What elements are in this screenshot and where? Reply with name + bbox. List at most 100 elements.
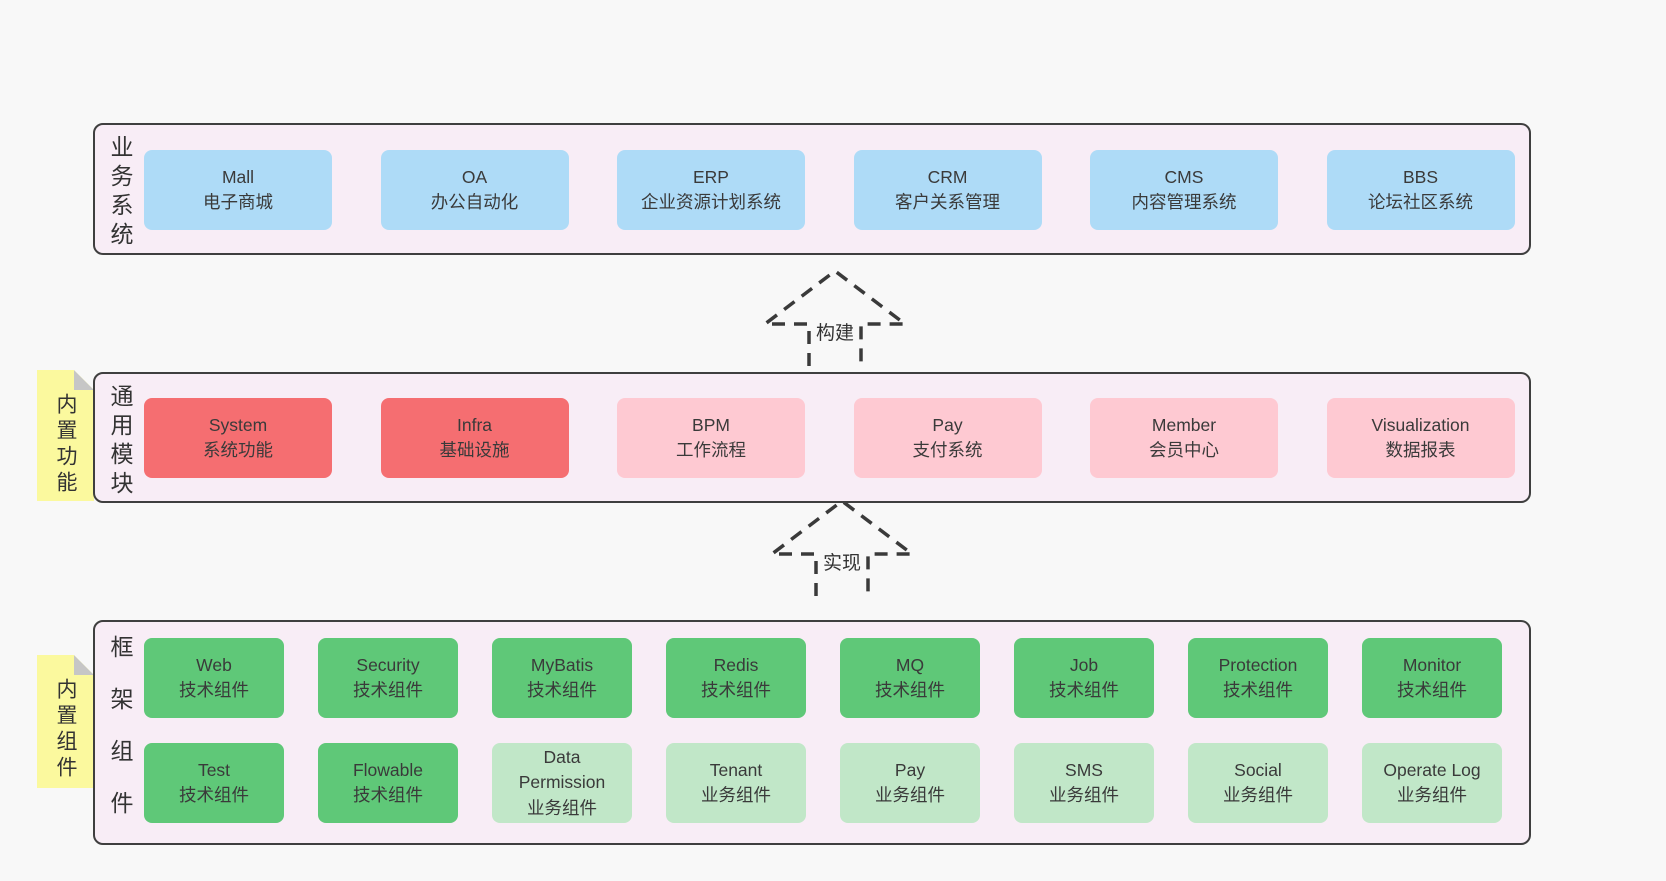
- box-pay: Pay 支付系统: [853, 398, 1042, 478]
- box-tenant: Tenant 业务组件: [666, 743, 806, 823]
- box-title-en: Pay: [932, 414, 963, 435]
- box-subtitle-zh: 业务组件: [1049, 785, 1119, 805]
- box-title-en: BPM: [692, 414, 730, 435]
- box-web: Web 技术组件: [144, 638, 284, 718]
- box-subtitle-zh: 技术组件: [1049, 680, 1119, 700]
- box-subtitle-zh: 内容管理系统: [1131, 192, 1237, 212]
- sticky-note-built-in-components: 内置组件: [37, 655, 94, 788]
- box-pay: Pay 业务组件: [840, 743, 980, 823]
- box-title-en: Member: [1151, 414, 1217, 435]
- box-visualization: Visualization 数据报表: [1326, 398, 1515, 478]
- box-operate-log: Operate Log 业务组件: [1362, 743, 1502, 823]
- box-subtitle-zh: 论坛社区系统: [1368, 192, 1473, 212]
- sticky-fold-corner: [74, 655, 94, 675]
- box-title-en: Operate Log: [1383, 759, 1481, 780]
- box-title-en: BBS: [1402, 166, 1439, 187]
- box-subtitle-zh: 技术组件: [875, 680, 945, 700]
- box-title-en: Tenant: [709, 759, 763, 780]
- box-title-en: Visualization: [1371, 414, 1470, 435]
- box-title-en: MQ: [895, 654, 925, 675]
- box-erp: ERP 企业资源计划系统: [617, 150, 805, 230]
- box-subtitle-zh: 业务组件: [1397, 785, 1467, 805]
- box-system: System 系统功能: [144, 398, 332, 478]
- box-subtitle-zh: 支付系统: [912, 440, 983, 460]
- box-title-en: Mall: [221, 166, 255, 187]
- box-social: Social 业务组件: [1188, 743, 1328, 823]
- sticky-note-label: 内置功能: [54, 393, 77, 497]
- box-subtitle-zh: 技术组件: [701, 680, 771, 700]
- box-subtitle-zh: 技术组件: [179, 680, 249, 700]
- box-title-en: Protection: [1218, 654, 1298, 675]
- box-title-en: Test: [197, 759, 231, 780]
- box-subtitle-zh: 业务组件: [875, 785, 945, 805]
- box-subtitle-zh: 技术组件: [527, 680, 597, 700]
- box-title-en: Redis: [713, 654, 759, 675]
- box-mq: MQ 技术组件: [840, 638, 980, 718]
- box-subtitle-zh: 电子商城: [203, 192, 273, 212]
- box-title-en: System: [208, 414, 268, 435]
- box-title-en: Data Permission: [518, 746, 606, 793]
- box-mall: Mall 电子商城: [144, 150, 332, 230]
- box-sms: SMS 业务组件: [1014, 743, 1154, 823]
- box-subtitle-zh: 技术组件: [1223, 680, 1293, 700]
- panel-label-framework-components: 框架组件: [107, 635, 133, 843]
- box-protection: Protection 技术组件: [1188, 638, 1328, 718]
- box-title-en: MyBatis: [530, 654, 594, 675]
- box-infra: Infra 基础设施: [380, 398, 569, 478]
- box-data-permission: Data Permission 业务组件: [492, 743, 632, 823]
- box-security: Security 技术组件: [318, 638, 458, 718]
- sticky-note-built-in-functions: 内置功能: [37, 370, 94, 501]
- box-subtitle-zh: 技术组件: [179, 785, 249, 805]
- box-subtitle-zh: 基础设施: [439, 440, 510, 460]
- box-title-en: Pay: [894, 759, 926, 780]
- box-mybatis: MyBatis 技术组件: [492, 638, 632, 718]
- business-systems-boxes: Mall 电子商城 OA 办公自动化 ERP 企业资源计划系统 CRM 客户关系管理 CMS 内容…: [144, 150, 1515, 230]
- box-subtitle-zh: 数据报表: [1385, 440, 1456, 460]
- box-cms: CMS 内容管理系统: [1090, 150, 1278, 230]
- box-title-en: Flowable: [352, 759, 424, 780]
- box-subtitle-zh: 技术组件: [353, 785, 423, 805]
- box-subtitle-zh: 业务组件: [527, 797, 597, 818]
- box-subtitle-zh: 业务组件: [701, 785, 771, 805]
- box-title-en: CRM: [927, 166, 968, 187]
- sticky-note-label: 内置组件: [54, 678, 77, 782]
- panel-framework-components: 框架组件 Web 技术组件 Security 技术组件 MyBatis 技术组件 Redis…: [93, 620, 1531, 845]
- box-title-en: Social: [1234, 759, 1282, 780]
- box-oa: OA 办公自动化: [380, 150, 569, 230]
- box-subtitle-zh: 业务组件: [1223, 785, 1293, 805]
- box-monitor: Monitor 技术组件: [1362, 638, 1502, 718]
- box-test: Test 技术组件: [144, 743, 284, 823]
- arrow-label-build: 构建: [812, 317, 858, 346]
- box-title-en: Infra: [456, 414, 493, 435]
- box-subtitle-zh: 企业资源计划系统: [641, 192, 781, 212]
- box-title-en: Web: [196, 654, 232, 675]
- box-subtitle-zh: 客户关系管理: [895, 192, 1000, 212]
- box-title-en: Job: [1069, 654, 1099, 675]
- box-title-en: OA: [461, 166, 488, 187]
- arrow-label-implement: 实现: [819, 547, 865, 576]
- box-title-en: Monitor: [1402, 654, 1462, 675]
- box-subtitle-zh: 会员中心: [1149, 440, 1219, 460]
- box-subtitle-zh: 技术组件: [353, 680, 423, 700]
- box-member: Member 会员中心: [1090, 398, 1278, 478]
- box-subtitle-zh: 技术组件: [1397, 680, 1467, 700]
- box-crm: CRM 客户关系管理: [853, 150, 1042, 230]
- box-bbs: BBS 论坛社区系统: [1326, 150, 1515, 230]
- box-title-en: ERP: [693, 166, 729, 187]
- box-subtitle-zh: 办公自动化: [430, 192, 519, 212]
- box-subtitle-zh: 系统功能: [203, 440, 273, 460]
- box-flowable: Flowable 技术组件: [318, 743, 458, 823]
- sticky-fold-corner: [74, 370, 94, 390]
- box-title-en: SMS: [1065, 759, 1103, 780]
- arrow-implement-up: 实现: [767, 498, 917, 598]
- box-title-en: Security: [356, 654, 420, 675]
- box-job: Job 技术组件: [1014, 638, 1154, 718]
- box-title-en: CMS: [1164, 166, 1204, 187]
